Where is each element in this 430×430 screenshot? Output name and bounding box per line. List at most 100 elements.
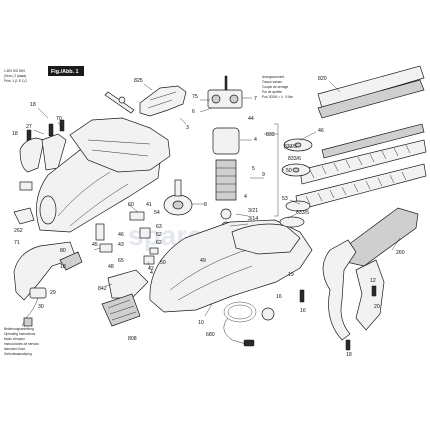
callout-50-right: 50	[286, 168, 292, 174]
header-line-2: Print. 1 (1 E 1) 2	[4, 79, 27, 83]
callout-20: 20	[374, 304, 380, 310]
callout-3-14: 3/14	[248, 216, 258, 222]
callout-16-mid: 16	[276, 294, 282, 300]
callout-842: 842	[98, 286, 107, 292]
switch-block-part	[19, 181, 33, 191]
torque-line-5: Pos. 833/6 = 4 · 5 Nm	[262, 95, 293, 99]
callout-63: 63	[156, 224, 162, 230]
callout-42: 42	[148, 266, 154, 272]
callout-4-top: 4	[254, 137, 257, 143]
figure-label: Fig./Abb. 1	[51, 69, 79, 75]
manual-line-1: Bedienungsanleitung	[4, 327, 34, 331]
callout-18-botleft: 18	[60, 264, 66, 270]
grip-end-part	[39, 195, 57, 225]
manual-line-3: Mode d'emploi	[4, 337, 25, 341]
eccentric-washer-parts	[279, 138, 313, 228]
callout-3-21: 3/21	[248, 208, 258, 214]
document-number: 1 609 002 80H	[4, 69, 26, 73]
callout-4-bot: 4	[150, 270, 153, 276]
callout-18-left: 18	[12, 131, 18, 137]
callout-18-top: 18	[30, 102, 36, 108]
callout-50-mid: 50	[160, 260, 166, 266]
torque-line-3: Couple de serrage	[262, 85, 288, 89]
callout-6: 6	[192, 109, 195, 115]
callout-60: 60	[128, 202, 134, 208]
callout-18-right: 18	[346, 352, 352, 358]
callout-10: 10	[198, 320, 204, 326]
callout-16-bot: 16	[300, 308, 306, 314]
switch-wiring-parts	[95, 211, 159, 265]
handle-grip-part-2	[41, 133, 67, 171]
callout-19: 19	[288, 272, 294, 278]
screw-set-right	[299, 285, 377, 351]
callout-9: 9	[262, 172, 265, 178]
callout-5: 5	[252, 166, 255, 172]
bracket-rod-part	[104, 91, 135, 114]
callout-44-right: 44	[248, 116, 254, 122]
callout-7: 7	[254, 96, 257, 102]
leader-lines	[33, 81, 401, 317]
callout-62: 62	[156, 240, 162, 246]
callout-3: 3	[186, 125, 189, 131]
callout-70: 70	[56, 116, 62, 122]
callout-65: 65	[118, 258, 124, 264]
callout-12: 12	[370, 278, 376, 284]
trigger-part	[13, 207, 35, 225]
guard-bracket-part	[355, 259, 385, 331]
handle-cover-part	[139, 85, 187, 117]
callout-260: 260	[396, 250, 405, 256]
manual-line-5: Istruzioni d'uso	[4, 347, 25, 351]
callout-52: 52	[156, 232, 162, 238]
callout-46-right: 46	[318, 128, 324, 134]
manual-line-6: Gebruiksaanwijzing	[4, 352, 32, 356]
lower-handle-part	[13, 241, 77, 301]
brush-holder-part	[207, 75, 243, 109]
callout-30: 30	[38, 304, 44, 310]
callout-808: 808	[128, 336, 137, 342]
gear-part	[163, 179, 193, 216]
callout-8: 8	[204, 202, 207, 208]
callout-54: 54	[154, 210, 160, 216]
callout-80: 80	[60, 248, 66, 254]
group-bracket-833	[274, 123, 279, 217]
manual-note: Bedienungsanleitung Operating Instructio…	[4, 327, 39, 356]
callout-45: 45	[92, 242, 98, 248]
torque-line-2: Torque values	[262, 80, 282, 84]
rear-handle-part	[231, 223, 301, 255]
callout-29: 29	[50, 290, 56, 296]
manual-line-4: Instrucciones de servicio	[4, 342, 39, 346]
callout-825: 825	[134, 78, 143, 84]
callout-41: 41	[146, 202, 152, 208]
blade-assembly-upper	[317, 65, 425, 159]
callout-43: 43	[118, 242, 124, 248]
callout-833-5: 833/5	[284, 144, 297, 150]
callout-27: 27	[26, 124, 32, 130]
hand-guard-part	[322, 239, 357, 341]
callout-49: 49	[200, 258, 206, 264]
figure-label-box	[48, 66, 84, 76]
callout-833: 833	[266, 132, 275, 138]
power-cable-part	[223, 301, 275, 347]
callout-71: 71	[14, 240, 20, 246]
manual-line-2: Operating Instructions	[4, 332, 36, 336]
torque-line-4: Par de apriete	[262, 90, 282, 94]
screw-set-left	[26, 119, 65, 143]
callout-262: 262	[14, 228, 23, 234]
cable-clamp-part	[59, 251, 83, 271]
header-line-1: (Vers.) 2 (aaaa)	[4, 74, 26, 78]
label-plate-part	[101, 293, 141, 327]
callout-4-mid: 4	[244, 194, 247, 200]
switch-housing-part	[107, 269, 149, 299]
callout-820: 820	[318, 76, 327, 82]
callout-75: 75	[192, 94, 198, 100]
callout-46-mid: 46	[118, 232, 124, 238]
callout-833-5b: 833/5	[296, 210, 309, 216]
callout-680: 680	[206, 332, 215, 338]
torque-line-1: Anzugsmoment	[262, 75, 284, 79]
plug-part	[21, 287, 47, 327]
callout-53: 53	[282, 196, 288, 202]
callout-833-6: 833/6	[288, 156, 301, 162]
handle-grip-part	[19, 137, 45, 173]
